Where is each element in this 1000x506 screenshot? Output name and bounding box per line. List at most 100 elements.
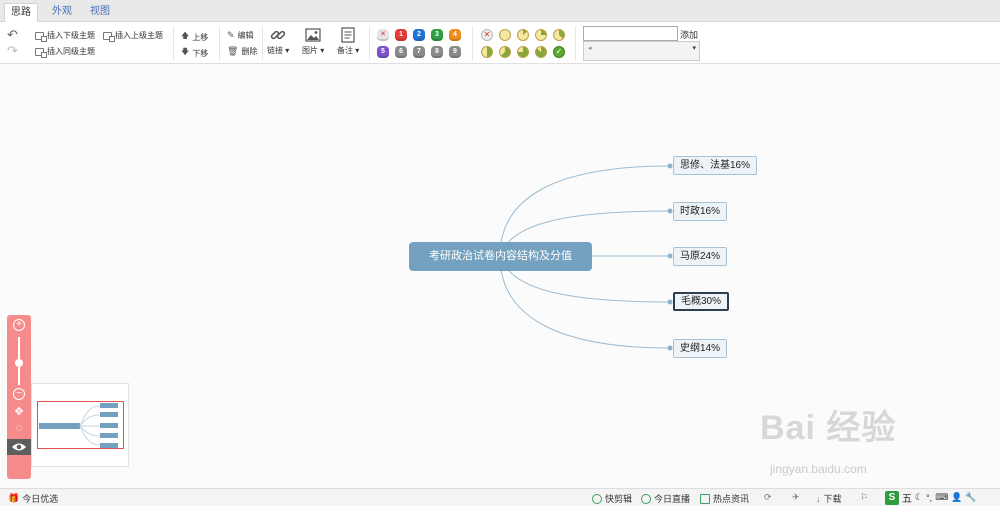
divider (219, 26, 220, 60)
note-button[interactable]: 备注 ▾ (337, 27, 359, 56)
scroll-left-icon[interactable]: ◂ (588, 45, 592, 52)
priority-9-icon[interactable]: 9 (449, 46, 461, 58)
topic-sixiu[interactable]: 思修、法基16% (673, 156, 758, 175)
divider (262, 26, 263, 60)
arrow-down-icon: 🡇 (181, 47, 190, 56)
topic-shizheng[interactable]: 时政16% (673, 202, 728, 221)
connector-dot (667, 208, 673, 214)
user-icon: 👤 (951, 492, 963, 502)
tab-bar: 思路 外观 视图 (0, 0, 1000, 22)
arrow-up-icon: 🡅 (181, 31, 190, 40)
move-down-button[interactable]: 🡇 下移 (181, 46, 208, 60)
toggle-navigator-button[interactable] (7, 439, 31, 455)
progress-5-icon[interactable] (499, 46, 511, 58)
locate-root-icon[interactable]: ◌ (15, 422, 23, 434)
delete-button[interactable]: 🗑 删除 (227, 46, 257, 57)
undo-icon[interactable]: ↶ (7, 27, 18, 42)
progress-2-icon[interactable] (535, 29, 547, 41)
minimap[interactable] (31, 383, 129, 467)
priority-6-icon[interactable]: 6 (395, 46, 407, 58)
resource-input[interactable] (583, 26, 678, 41)
topic-mayuan[interactable]: 马原24% (673, 247, 728, 266)
resource-list[interactable]: ◂ ▾ (583, 41, 700, 61)
zoom-slider-knob[interactable] (15, 359, 23, 367)
punctuation-icon: °, (926, 492, 933, 503)
priority-7-icon[interactable]: 7 (413, 46, 425, 58)
divider (173, 26, 174, 60)
download-icon: ↓ (816, 493, 821, 504)
priority-4-icon[interactable]: 4 (449, 29, 461, 41)
zoom-in-icon[interactable]: + (13, 319, 25, 331)
edit-button[interactable]: ✎ 编辑 (227, 30, 254, 41)
insert-parent-button[interactable]: 插入上级主题 (103, 30, 163, 42)
topic-shigang[interactable]: 史纲14% (673, 339, 728, 358)
status-item-download[interactable]: ↓ 下载 (816, 492, 842, 505)
image-button[interactable]: 图片 ▾ (302, 27, 324, 56)
status-item-live[interactable]: 今日直播 (641, 492, 690, 505)
pencil-icon: ✎ (227, 30, 235, 40)
progress-4-icon[interactable] (481, 46, 493, 58)
progress-3-icon[interactable] (553, 29, 565, 41)
status-item-quick-edit[interactable]: 快剪辑 (592, 492, 632, 505)
priority-1-icon[interactable]: 1 (395, 29, 407, 41)
insert-parent-icon (103, 31, 115, 42)
ime-toolbar[interactable]: S 五 ☾ °, ⌨ 👤 🔧 (885, 490, 977, 505)
progress-0-icon[interactable] (499, 29, 511, 41)
redo-icon[interactable]: ↷ (7, 43, 18, 58)
insert-child-label: 插入下级主题 (47, 31, 95, 40)
progress-1-icon[interactable] (517, 29, 529, 41)
dropdown-arrow-icon[interactable]: ▾ (692, 45, 696, 52)
play-icon (592, 493, 602, 504)
pin-icon[interactable]: ✈ (792, 492, 800, 502)
remove-priority-icon[interactable]: ✕ (377, 29, 389, 41)
connector-dot (667, 253, 673, 259)
connector-dot (667, 345, 673, 351)
keyboard-icon: ⌨ (935, 492, 949, 502)
insert-sibling-button[interactable]: 插入同级主题 (35, 46, 95, 58)
priority-8-icon[interactable]: 8 (431, 46, 443, 58)
wrench-icon: 🔧 (965, 492, 977, 502)
priority-5-icon[interactable]: 5 (377, 46, 389, 58)
connector-5 (499, 255, 671, 349)
link-button[interactable]: 链接 ▾ (267, 27, 289, 56)
flag-icon[interactable]: ⚐ (860, 492, 869, 502)
tab-appearance[interactable]: 外观 (52, 6, 72, 17)
gift-icon: 🎁 (8, 493, 20, 503)
link-icon (270, 30, 286, 40)
today-picks[interactable]: 🎁 今日优选 (8, 492, 58, 505)
refresh-icon[interactable]: ⟳ (764, 492, 772, 502)
note-icon (341, 27, 355, 43)
tab-outline[interactable]: 思路 (4, 3, 38, 22)
status-item-label: 今日直播 (654, 494, 691, 504)
insert-child-icon (35, 31, 47, 42)
link-label: 链接 ▾ (267, 46, 290, 55)
insert-sibling-label: 插入同级主题 (47, 47, 95, 56)
eye-icon (12, 443, 26, 451)
live-icon (641, 493, 651, 504)
connector-dot (667, 163, 673, 169)
connector-1 (499, 165, 671, 257)
mindmap-canvas[interactable] (0, 65, 1000, 488)
move-up-button[interactable]: 🡅 上移 (181, 30, 208, 44)
insert-child-button[interactable]: 插入下级主题 (35, 30, 95, 42)
topic-maogai[interactable]: 毛概30% (673, 292, 730, 311)
watermark-url: jingyan.baidu.com (770, 462, 867, 476)
move-canvas-icon[interactable]: ✥ (14, 406, 24, 418)
progress-6-icon[interactable] (517, 46, 529, 58)
zoom-out-icon[interactable]: − (13, 388, 25, 400)
priority-3-icon[interactable]: 3 (431, 29, 443, 41)
root-topic[interactable]: 考研政治试卷内容结构及分值 (409, 242, 592, 271)
move-down-label: 下移 (192, 48, 209, 58)
progress-done-icon[interactable]: ✓ (553, 46, 565, 58)
add-resource-button[interactable]: 添加 (680, 30, 699, 40)
minimap-viewport[interactable] (37, 401, 124, 449)
remove-progress-icon[interactable]: ✕ (481, 29, 493, 41)
moon-icon: ☾ (915, 492, 924, 502)
today-picks-label: 今日优选 (22, 494, 59, 504)
status-item-news[interactable]: 热点资讯 (700, 492, 749, 505)
note-label: 备注 ▾ (337, 46, 360, 55)
progress-7-icon[interactable] (535, 46, 547, 58)
tab-view[interactable]: 视图 (90, 6, 110, 17)
image-icon (305, 28, 321, 42)
priority-2-icon[interactable]: 2 (413, 29, 425, 41)
